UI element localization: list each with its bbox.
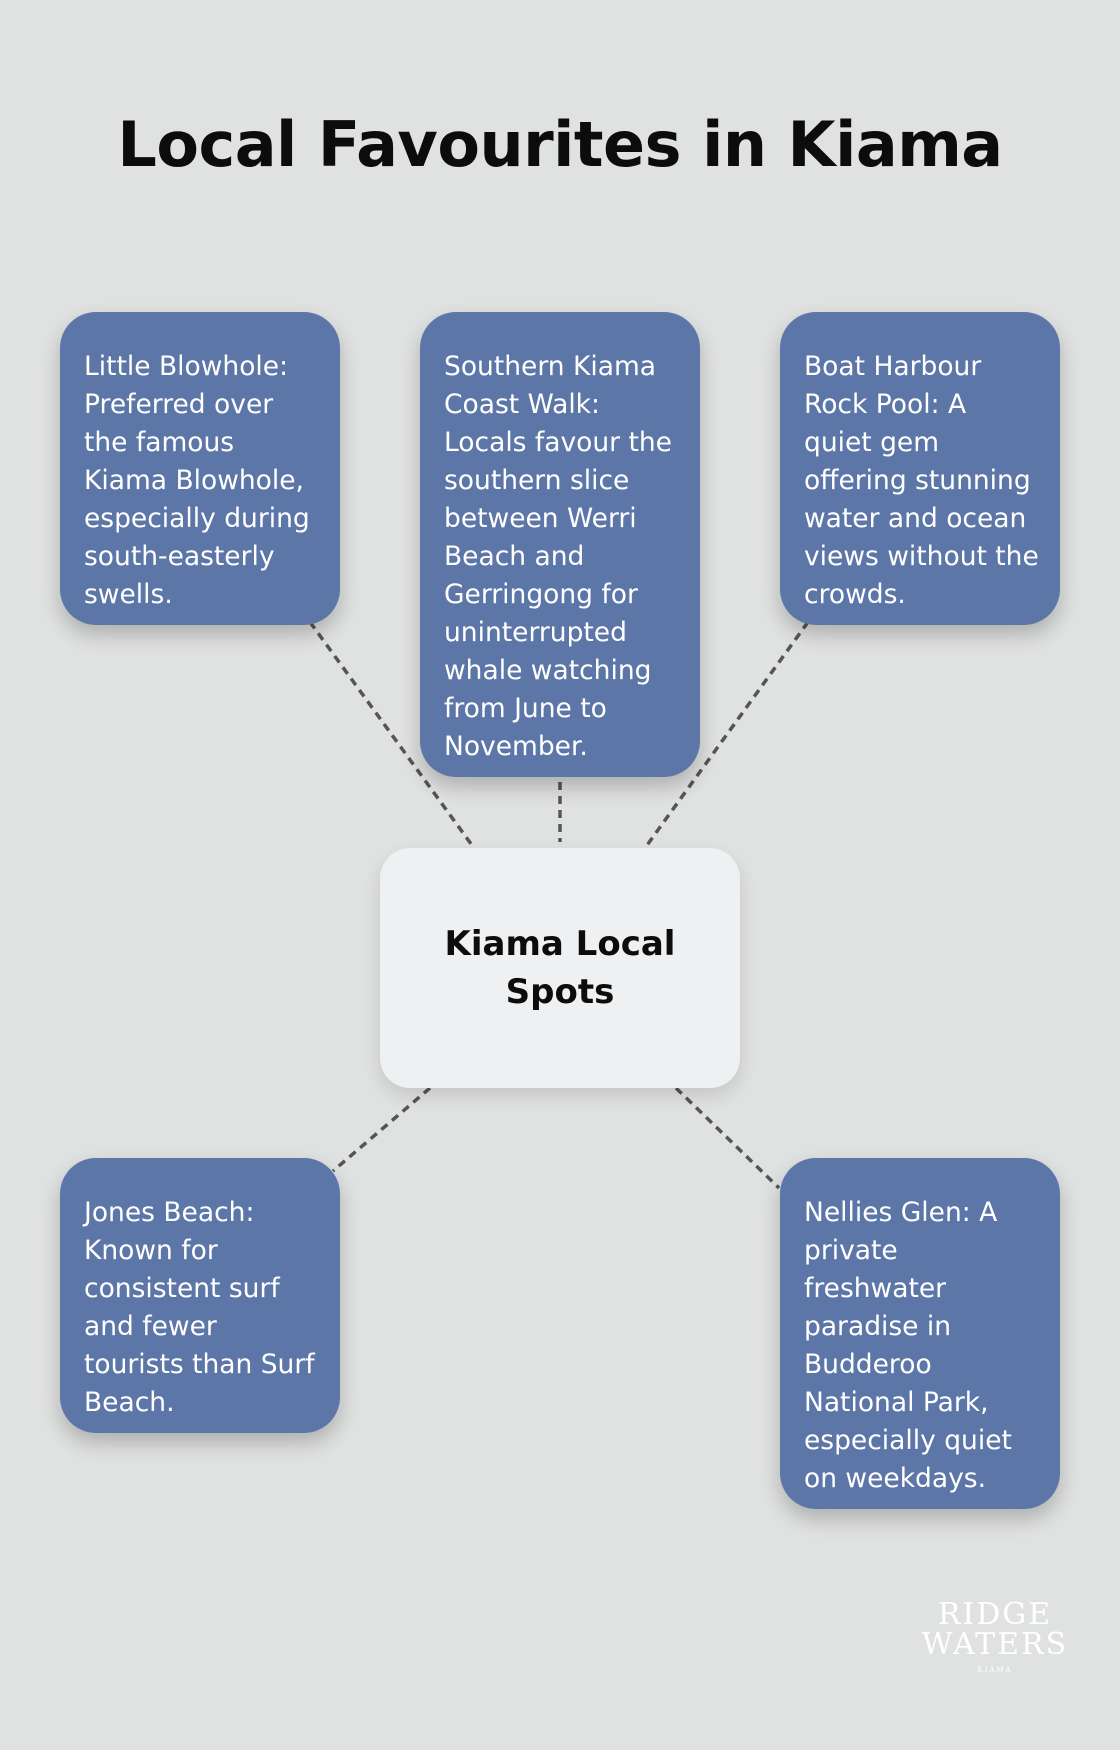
node-text: Boat Harbour Rock Pool: A quiet gem offe… xyxy=(804,351,1039,610)
page-title: Local Favourites in Kiama xyxy=(117,108,1003,181)
center-label: Kiama Local Spots xyxy=(444,924,676,1012)
connector-nellies-glen xyxy=(674,1086,781,1190)
logo-line-1: RIDGE xyxy=(937,1597,1053,1632)
connector-boat-harbour-rock-pool xyxy=(643,620,810,850)
node-little-blowhole: Little Blowhole: Preferred over the famo… xyxy=(60,312,340,625)
node-jones-beach: Jones Beach: Known for consistent surf a… xyxy=(60,1158,340,1433)
logo-line-2: WATERS xyxy=(921,1627,1069,1662)
node-text: Southern Kiama Coast Walk: Locals favour… xyxy=(444,351,672,762)
ridge-waters-logo: RIDGE WATERS KIAMA xyxy=(920,1597,1070,1675)
center-node: Kiama Local Spots xyxy=(380,848,740,1088)
node-nellies-glen: Nellies Glen: A private freshwater parad… xyxy=(780,1158,1060,1509)
node-boat-harbour-rock-pool: Boat Harbour Rock Pool: A quiet gem offe… xyxy=(780,312,1060,625)
node-text: Jones Beach: Known for consistent surf a… xyxy=(84,1197,315,1418)
logo-line-3: KIAMA xyxy=(977,1666,1013,1674)
connector-jones-beach xyxy=(331,1086,432,1173)
node-southern-kiama-coast-walk: Southern Kiama Coast Walk: Locals favour… xyxy=(420,312,700,777)
node-text: Nellies Glen: A private freshwater parad… xyxy=(804,1197,1012,1494)
node-text: Little Blowhole: Preferred over the famo… xyxy=(84,351,310,610)
connector-little-blowhole xyxy=(308,620,476,850)
